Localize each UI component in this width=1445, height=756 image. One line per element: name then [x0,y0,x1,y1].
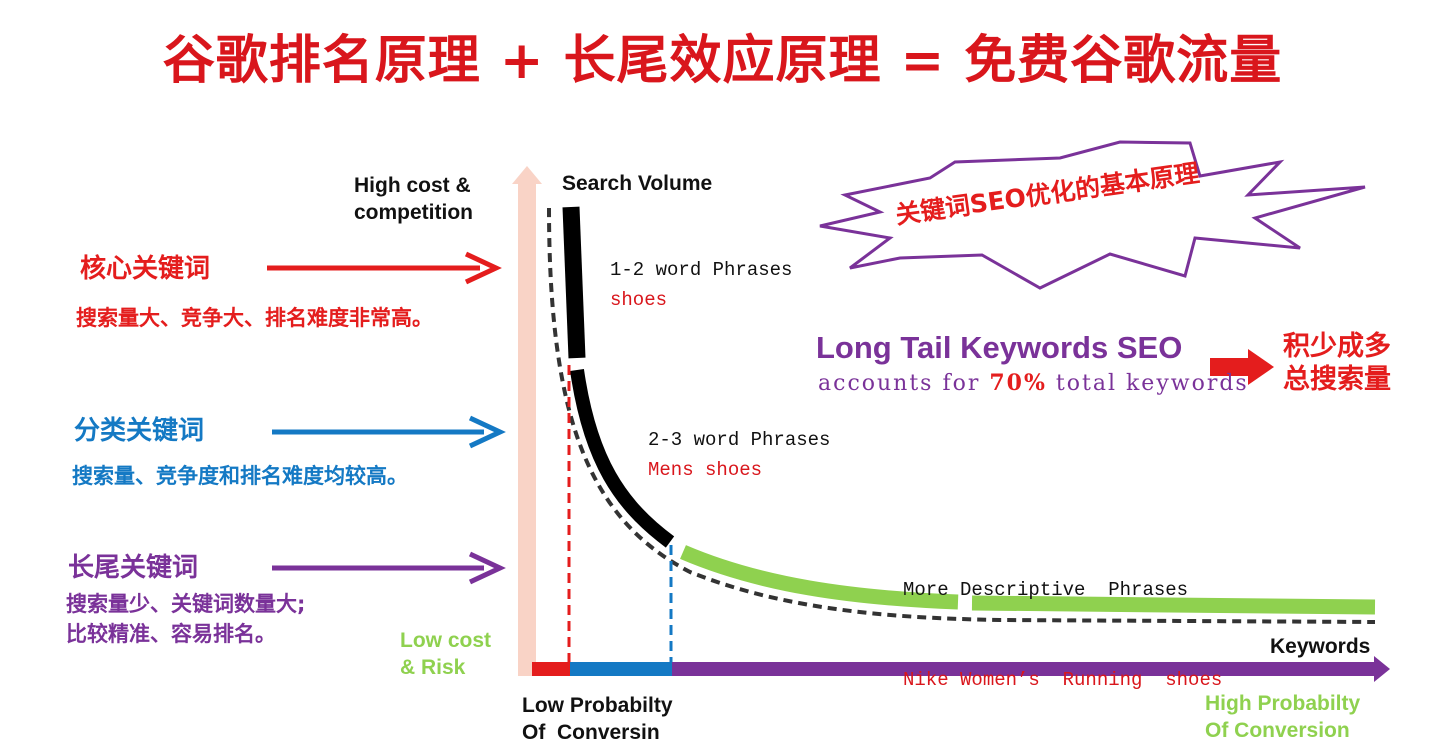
low-cost-line1: Low cost [400,629,492,652]
longtail-keyword-desc-line1: 搜索量少、关键词数量大; [66,592,306,616]
core-keyword-desc: 搜索量大、竞争大、排名难度非常高。 [76,306,433,330]
x-axis-red-segment [532,662,570,676]
summary-line1: 积少成多 [1283,331,1391,362]
core-arrow [267,251,502,285]
y-axis-title: Search Volume [562,172,713,195]
head-segment-1 [562,206,586,359]
head-segment-2 [570,368,675,548]
segment-1-example: shoes [610,289,668,311]
starburst-shape [819,140,1366,290]
segment-1-title: 1-2 word Phrases [610,259,793,281]
dashed-envelope-curve [547,207,1376,624]
summary-arrow [1210,349,1274,385]
category-keyword-desc: 搜索量、竞争度和排名难度均较高。 [72,464,408,488]
category-arrow [272,415,506,449]
long-tail-sub-percent: 70% [989,370,1047,396]
segment-3-title: More Descriptive Phrases [903,579,1189,601]
x-axis-blue-segment [570,662,672,676]
category-keyword-label: 分类关键词 [74,416,205,446]
low-probability-label: Low Probabilty Of Conversin [522,692,673,746]
x-axis-arrowhead [1374,656,1390,682]
segment-3-label: More Descriptive Phrases Nike Women’s Ru… [903,515,1222,725]
longtail-keyword-desc-line2: 比较精准、容易排名。 [66,622,276,646]
longtail-keyword-label: 长尾关键词 [68,553,199,583]
y-axis-top-line2: competition [354,201,473,224]
low-probability-line2: Of Conversin [522,721,660,744]
tail-segment-1 [680,545,959,610]
y-axis-top-line1: High cost & [354,174,471,197]
long-tail-sub-suffix: total keywords [1046,371,1249,396]
x-axis-purple-segment [672,662,1376,676]
segment-2-label: 2-3 word Phrases Mens shoes [648,425,830,485]
high-probability-label: High Probabilty Of Conversion [1205,690,1360,744]
segment-2-example: Mens shoes [648,459,763,481]
y-axis-bar [518,182,536,676]
summary-line2: 总搜索量 [1283,364,1391,395]
page-title: 谷歌排名原理 + 长尾效应原理 = 免费谷歌流量 [162,31,1283,91]
x-axis-title: Keywords [1270,635,1371,658]
y-axis-arrowhead [512,166,542,184]
high-probability-line2: Of Conversion [1205,719,1350,742]
summary-text: 积少成多 总搜索量 [1283,330,1391,396]
tail-segment-2 [971,595,1376,615]
long-tail-title: Long Tail Keywords SEO [816,330,1183,365]
y-axis-top-label: High cost & competition [354,172,473,226]
segment-3-example: Nike Women’s Running shoes [903,669,1223,691]
low-cost-label: Low cost & Risk [400,627,491,681]
core-keyword-label: 核心关键词 [80,254,211,284]
low-cost-line2: & Risk [400,656,466,679]
long-tail-subtitle: accounts for 70% total keywords [818,370,1249,396]
segment-1-label: 1-2 word Phrases shoes [610,255,792,315]
high-probability-line1: High Probabilty [1205,692,1361,715]
low-probability-line1: Low Probabilty [522,694,673,717]
segment-2-title: 2-3 word Phrases [648,429,831,451]
longtail-arrow [272,551,506,585]
long-tail-sub-prefix: accounts for [818,371,990,396]
